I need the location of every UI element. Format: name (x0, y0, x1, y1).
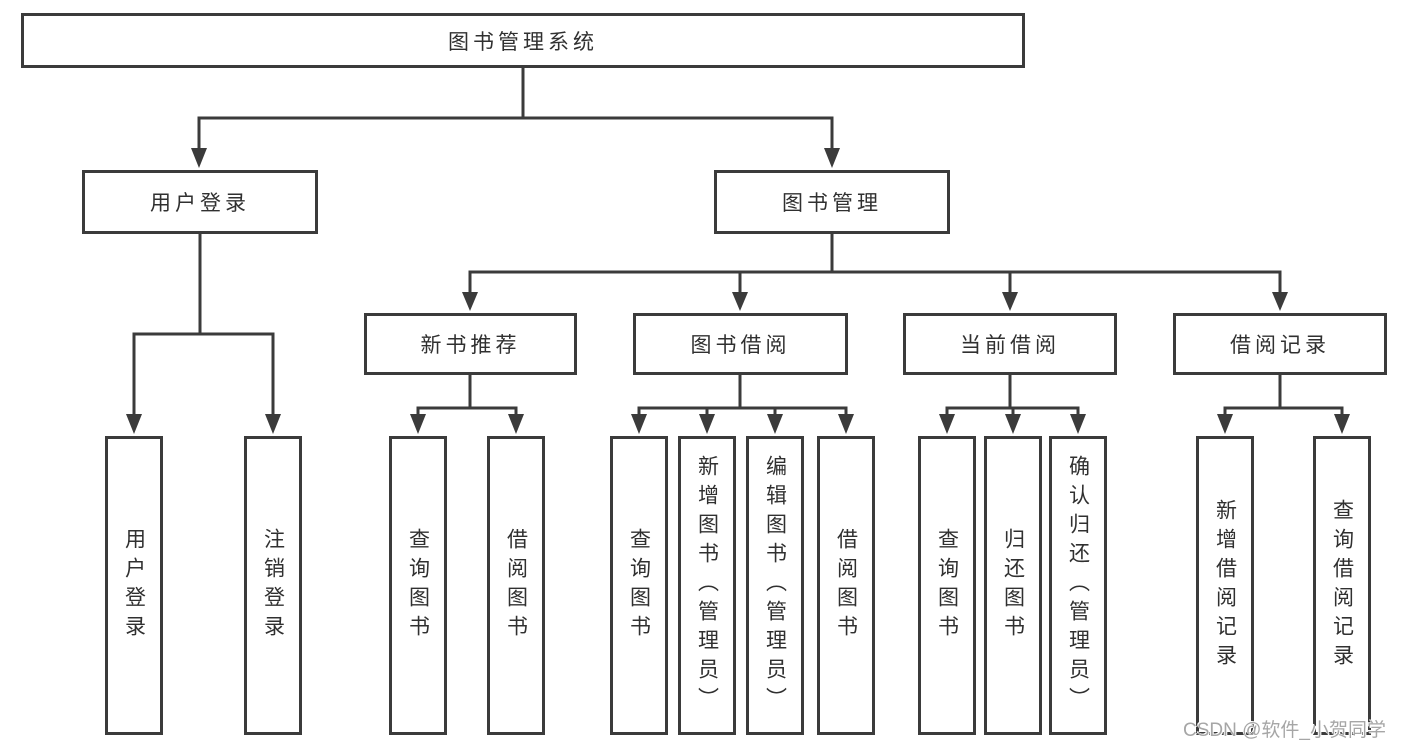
leaf-confirm-return-admin-label: 确认归还（管理员） (1066, 455, 1090, 716)
node-user-login: 用户登录 (82, 170, 318, 234)
leaf-query-book-borrow: 查询图书 (610, 436, 668, 735)
leaf-edit-book-admin: 编辑图书（管理员） (746, 436, 804, 735)
node-borrow-records: 借阅记录 (1173, 313, 1387, 375)
leaf-add-borrow-record: 新增借阅记录 (1196, 436, 1254, 735)
node-root-label: 图书管理系统 (448, 30, 598, 54)
node-book-borrow: 图书借阅 (633, 313, 848, 375)
leaf-query-book-current: 查询图书 (918, 436, 976, 735)
leaf-query-borrow-record: 查询借阅记录 (1313, 436, 1371, 735)
leaf-confirm-return-admin: 确认归还（管理员） (1049, 436, 1107, 735)
leaf-add-book-admin-label: 新增图书（管理员） (695, 455, 719, 716)
leaf-logout-label: 注销登录 (261, 527, 285, 644)
node-book-management-label: 图书管理 (782, 192, 882, 215)
leaf-borrow-book-recommend-label: 借阅图书 (504, 527, 528, 644)
leaf-add-borrow-record-label: 新增借阅记录 (1213, 498, 1237, 673)
leaf-query-book-current-label: 查询图书 (935, 527, 959, 644)
node-current-borrow: 当前借阅 (903, 313, 1117, 375)
node-borrow-records-label: 借阅记录 (1230, 334, 1330, 357)
leaf-user-login-label: 用户登录 (122, 527, 146, 644)
leaf-borrow-book-label: 借阅图书 (834, 527, 858, 644)
node-current-borrow-label: 当前借阅 (960, 334, 1060, 357)
node-new-book-recommend-label: 新书推荐 (420, 334, 521, 357)
leaf-edit-book-admin-label: 编辑图书（管理员） (763, 455, 787, 716)
leaf-borrow-book-recommend: 借阅图书 (487, 436, 545, 735)
node-book-management: 图书管理 (714, 170, 950, 234)
leaf-query-book-recommend: 查询图书 (389, 436, 447, 735)
leaf-query-book-borrow-label: 查询图书 (627, 527, 651, 644)
node-user-login-label: 用户登录 (150, 192, 250, 215)
leaf-user-login: 用户登录 (105, 436, 163, 735)
node-new-book-recommend: 新书推荐 (364, 313, 577, 375)
leaf-add-book-admin: 新增图书（管理员） (678, 436, 736, 735)
leaf-borrow-book: 借阅图书 (817, 436, 875, 735)
leaf-query-borrow-record-label: 查询借阅记录 (1330, 498, 1354, 673)
watermark: CSDN @软件_小贺同学 (1183, 720, 1386, 741)
leaf-query-book-recommend-label: 查询图书 (406, 527, 430, 644)
leaf-logout: 注销登录 (244, 436, 302, 735)
leaf-return-book-label: 归还图书 (1001, 527, 1025, 644)
node-root: 图书管理系统 (21, 13, 1025, 68)
node-book-borrow-label: 图书借阅 (690, 334, 791, 357)
leaf-return-book: 归还图书 (984, 436, 1042, 735)
